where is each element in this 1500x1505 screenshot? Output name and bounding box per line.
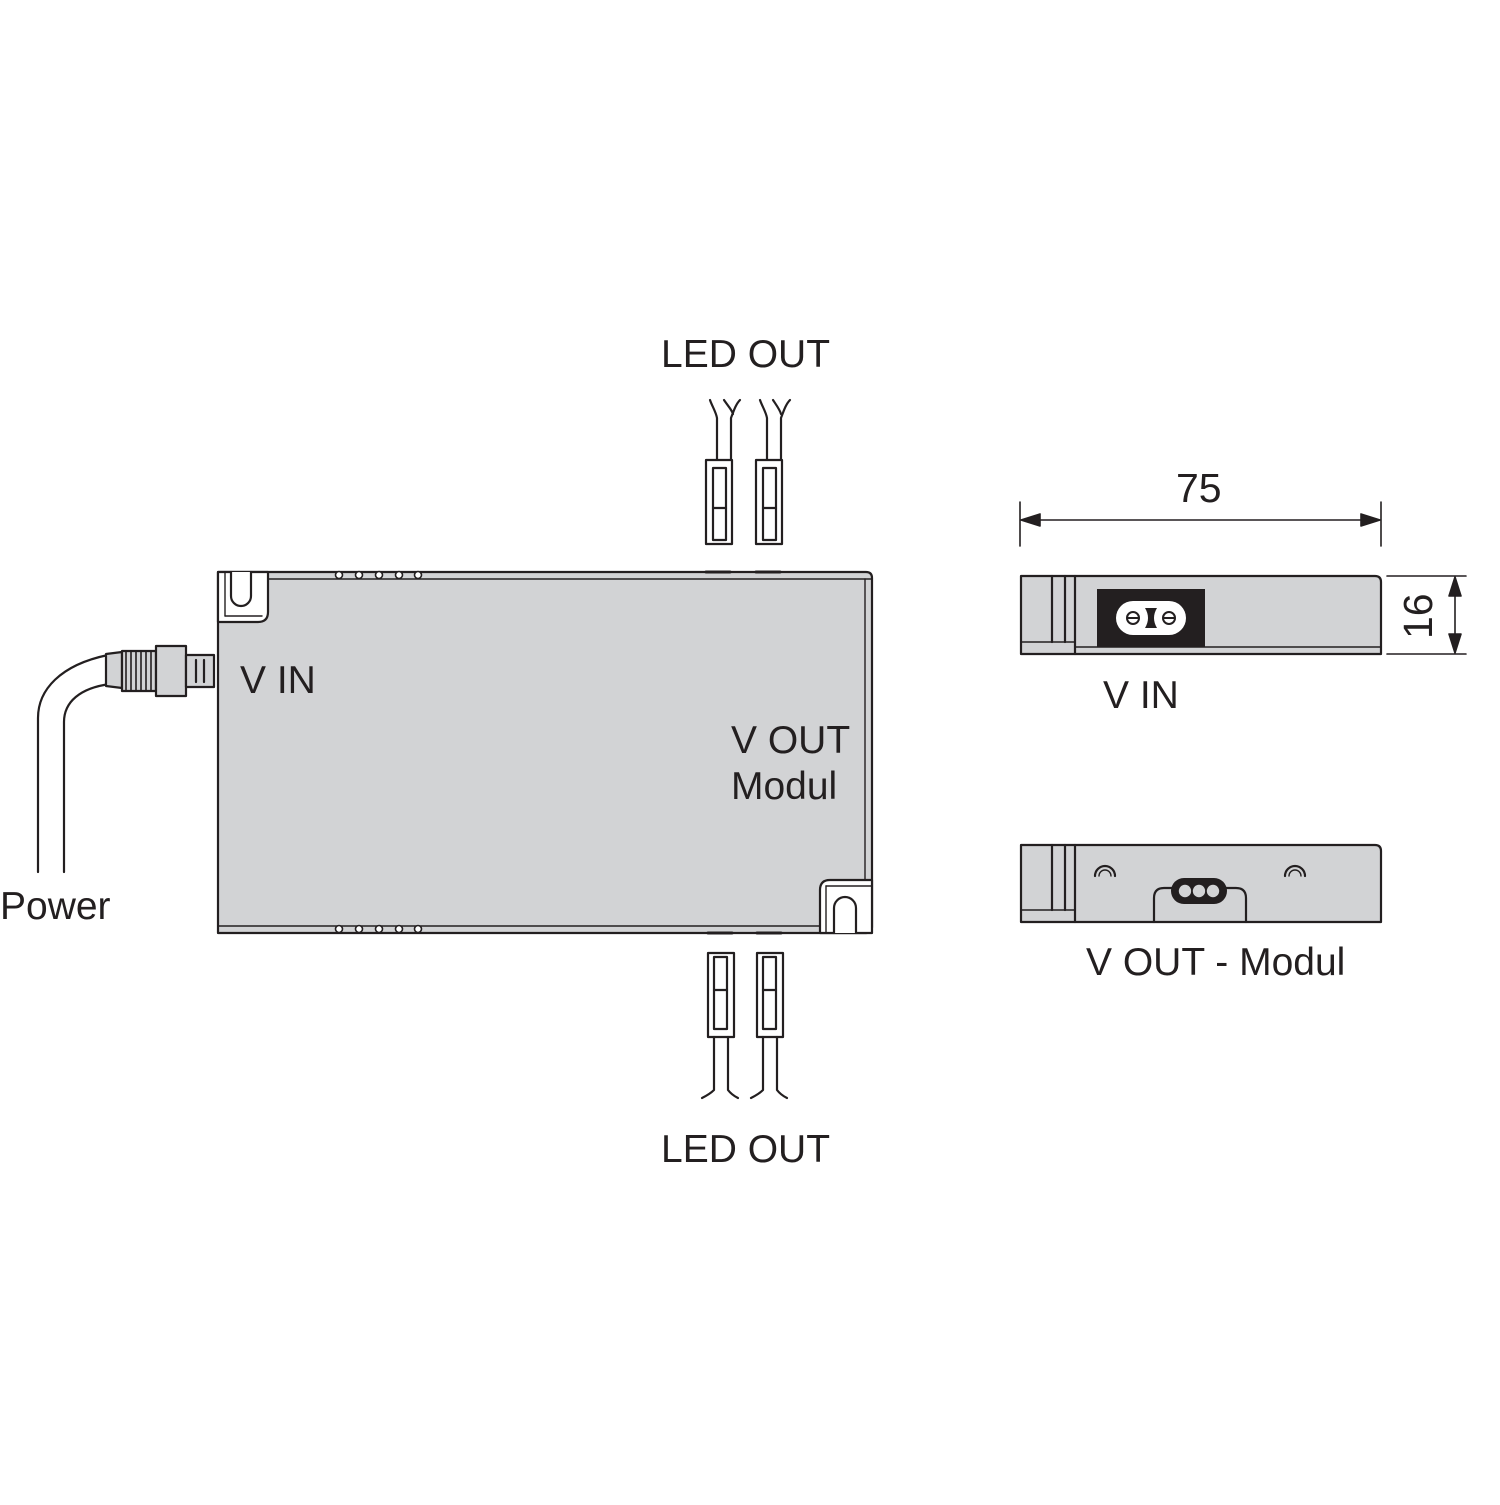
mounting-tab-top-left (216, 570, 270, 624)
led-out-top-label: LED OUT (661, 333, 831, 376)
v-in-label: V IN (240, 659, 316, 702)
led-connector-top-2 (754, 398, 792, 546)
width-dimension (1019, 501, 1382, 547)
mounting-tab-bottom-right (818, 878, 874, 935)
height-dimension-label: 16 (1395, 593, 1441, 639)
led-out-bottom-label: LED OUT (661, 1128, 831, 1171)
power-plug (104, 644, 216, 698)
modul-label: Modul (731, 765, 838, 808)
v-in-side-label: V IN (1103, 674, 1179, 717)
led-port-marks (704, 570, 783, 935)
v-out-label: V OUT (731, 719, 851, 762)
v-out-module-socket-icon (1171, 878, 1227, 904)
v-out-modul-side-label: V OUT - Modul (1086, 941, 1346, 984)
led-connector-bottom-2 (749, 951, 789, 1100)
led-connector-bottom-1 (700, 951, 740, 1100)
power-label: Power (0, 885, 111, 928)
vent-holes-top (334, 570, 423, 580)
vent-holes-bottom (334, 924, 423, 934)
v-in-socket-icon (1097, 589, 1205, 647)
led-connector-top-1 (704, 398, 742, 546)
power-cable (36, 653, 112, 874)
height-dimension (1386, 575, 1467, 655)
plug-grip-lines (125, 650, 152, 692)
width-dimension-label: 75 (1176, 465, 1222, 511)
